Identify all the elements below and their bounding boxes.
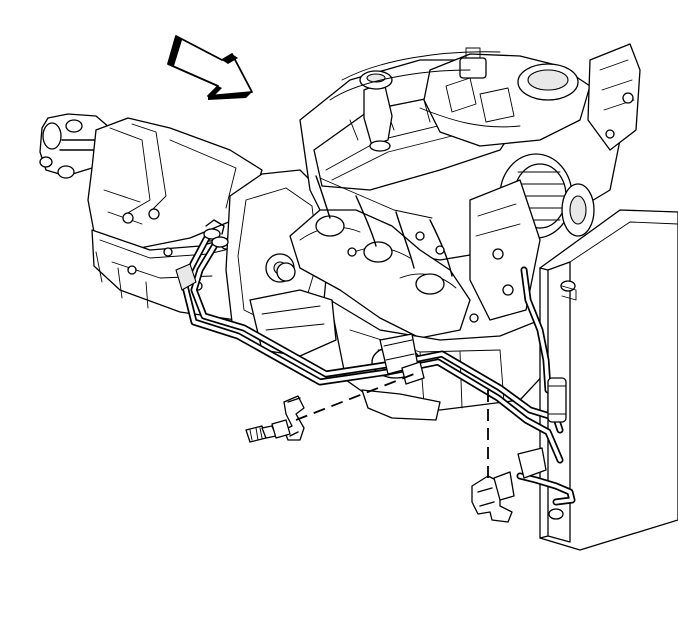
line-bracket xyxy=(379,333,419,375)
transmission-fittings xyxy=(175,219,229,291)
bracket-exploded xyxy=(471,471,515,523)
arrow-icon xyxy=(167,35,253,100)
bolt-exploded xyxy=(245,419,291,443)
radiator xyxy=(539,209,678,551)
cooler-lines xyxy=(175,219,576,506)
leader-line-clip xyxy=(295,373,415,421)
